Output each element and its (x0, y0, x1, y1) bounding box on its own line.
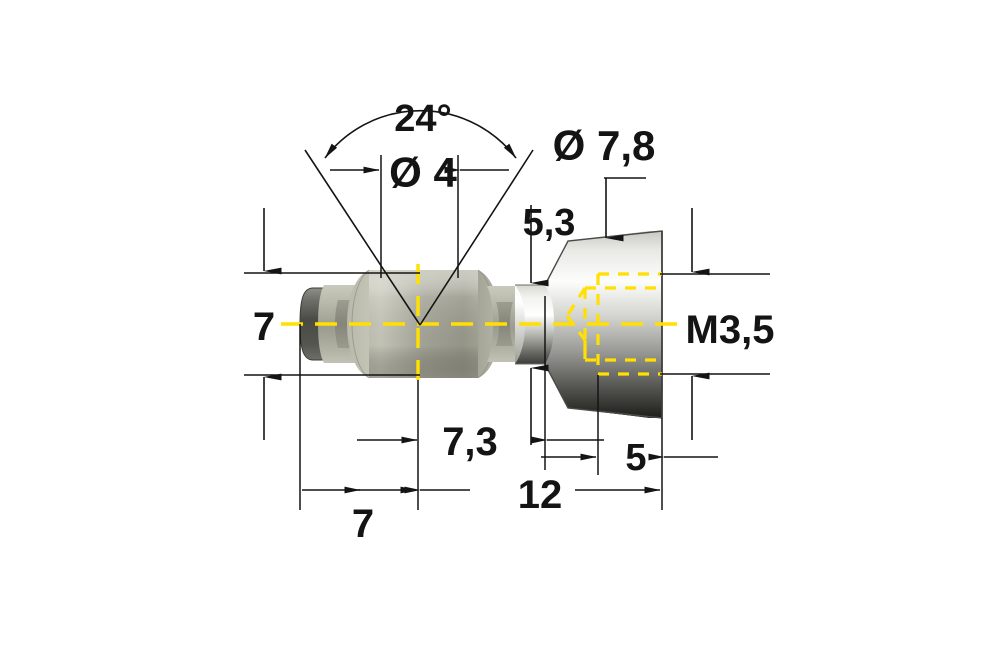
dimension-label-len-5: 5 (625, 437, 646, 479)
dimension-label-len-5-3: 5,3 (523, 202, 576, 244)
angle-24-construction (304, 149, 534, 326)
dimension-label-dia-7: 7 (253, 305, 275, 349)
angle-24-arc (324, 109, 517, 159)
dimension-label-len-12: 12 (518, 473, 563, 517)
dimension-label-dia-4: Ø 4 (389, 149, 457, 196)
dimension-lines (263, 166, 718, 494)
dimension-label-dia-7-8: Ø 7,8 (553, 122, 656, 169)
dimension-label-angle-24: 24° (394, 98, 451, 140)
angle-leg-left (304, 149, 421, 326)
axis-centerlines (281, 264, 678, 388)
dimension-label-len-7-3: 7,3 (442, 420, 498, 464)
dimension-label-thread-m3-5: M3,5 (686, 308, 775, 352)
angle-leg-right (419, 149, 534, 326)
dimension-label-len-7-bottom: 7 (352, 502, 374, 546)
